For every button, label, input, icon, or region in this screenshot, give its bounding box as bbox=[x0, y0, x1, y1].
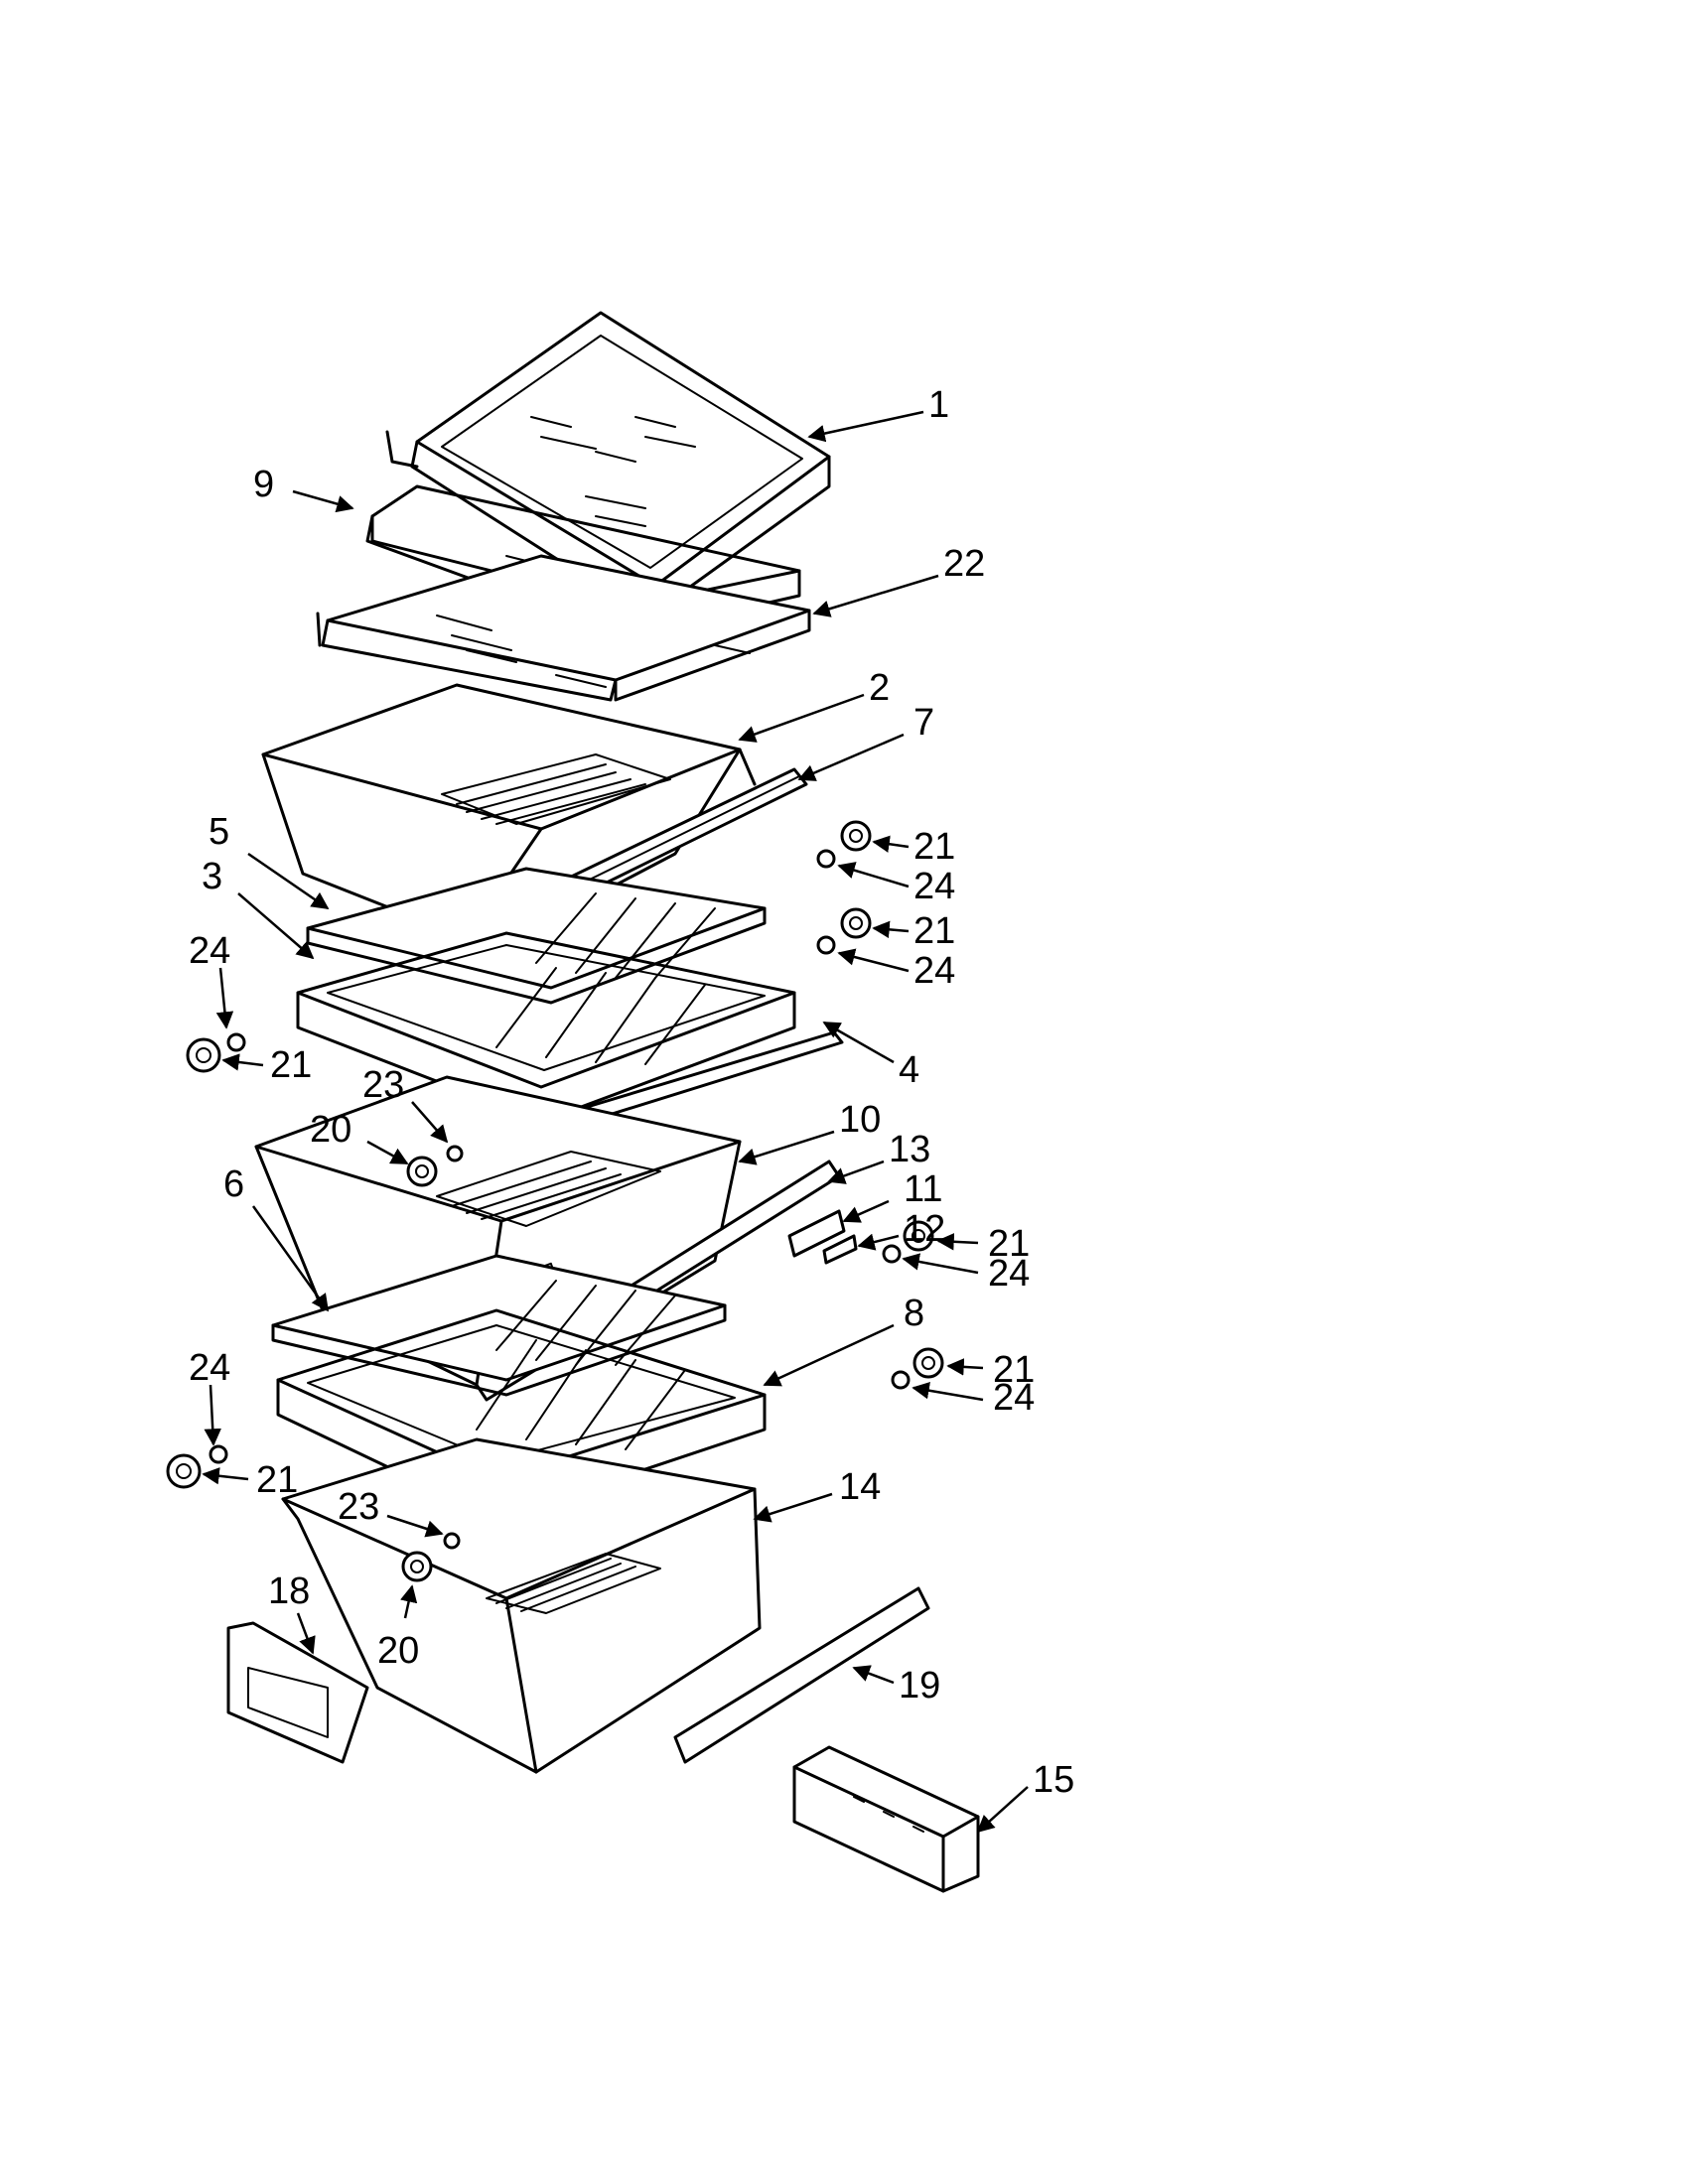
callout-3: 3 bbox=[202, 856, 222, 897]
callout-15: 15 bbox=[1033, 1759, 1074, 1801]
part-3-frame bbox=[296, 931, 796, 1124]
callout-labels: 1 9 22 2 7 21 24 5 3 24 21 24 21 4 10 13… bbox=[189, 384, 1074, 1801]
part-15-bin bbox=[792, 1745, 980, 1893]
callout-18: 18 bbox=[268, 1570, 310, 1612]
part-18-label bbox=[226, 1621, 369, 1764]
callout-12: 12 bbox=[904, 1208, 945, 1250]
callout-21: 21 bbox=[993, 1349, 1035, 1391]
callout-5: 5 bbox=[209, 811, 229, 853]
callout-14: 14 bbox=[839, 1466, 881, 1508]
callout-24: 24 bbox=[913, 950, 955, 992]
leader-lines bbox=[202, 410, 1029, 1834]
callout-20: 20 bbox=[377, 1630, 419, 1672]
callout-24: 24 bbox=[189, 1347, 230, 1389]
callout-10: 10 bbox=[839, 1099, 881, 1141]
callout-21: 21 bbox=[913, 910, 955, 952]
callout-4: 4 bbox=[899, 1049, 919, 1091]
callout-19: 19 bbox=[899, 1665, 940, 1706]
callout-24: 24 bbox=[189, 930, 230, 972]
callout-21: 21 bbox=[913, 826, 955, 868]
part-5-cover bbox=[306, 867, 767, 1005]
callout-2: 2 bbox=[869, 667, 890, 709]
callout-1: 1 bbox=[928, 384, 949, 426]
part-11-clip bbox=[787, 1209, 846, 1258]
callout-21: 21 bbox=[270, 1044, 312, 1086]
hardware-rollers bbox=[166, 820, 944, 1582]
callout-24: 24 bbox=[913, 866, 955, 907]
callout-24: 24 bbox=[993, 1377, 1035, 1419]
part-12-clip bbox=[822, 1234, 858, 1265]
callout-8: 8 bbox=[904, 1293, 924, 1334]
callout-20: 20 bbox=[310, 1109, 351, 1151]
callout-22: 22 bbox=[943, 543, 985, 585]
callout-11: 11 bbox=[904, 1168, 942, 1210]
part-1-shelf bbox=[385, 311, 831, 617]
callout-21: 21 bbox=[256, 1459, 298, 1501]
part-6-cover bbox=[271, 1254, 727, 1397]
callout-21: 21 bbox=[988, 1223, 1030, 1265]
callout-24: 24 bbox=[988, 1253, 1030, 1295]
callout-7: 7 bbox=[913, 702, 934, 744]
part-22-glass bbox=[316, 554, 811, 702]
callout-9: 9 bbox=[253, 464, 274, 505]
callout-23: 23 bbox=[338, 1486, 379, 1528]
callout-23: 23 bbox=[362, 1064, 404, 1106]
callout-13: 13 bbox=[889, 1129, 930, 1170]
part-19-trim bbox=[673, 1586, 930, 1764]
callout-6: 6 bbox=[223, 1163, 244, 1205]
